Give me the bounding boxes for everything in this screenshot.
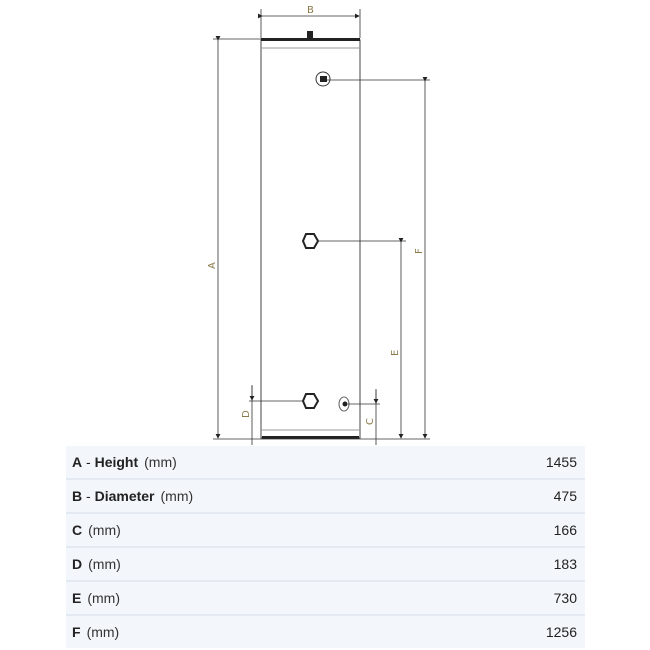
dimension-value: 1256 xyxy=(545,624,577,640)
dimension-value: 166 xyxy=(553,522,577,538)
table-row: E (mm) 730 xyxy=(66,582,585,616)
dimension-value: 730 xyxy=(553,590,577,606)
dimension-unit: (mm) xyxy=(88,522,121,538)
top-outlet-fitting xyxy=(315,71,331,87)
dimension-key: D xyxy=(72,556,83,572)
dimension-label-c: C xyxy=(365,418,376,425)
dimension-key: E xyxy=(72,590,82,606)
table-row: F (mm) 1256 xyxy=(66,616,585,648)
dimension-name: Diameter xyxy=(94,488,155,504)
cylinder-dimension-diagram: B A F E D C xyxy=(207,5,430,445)
table-row: A - Height(mm)1455 xyxy=(66,446,585,480)
dimension-key: A xyxy=(72,454,83,470)
dimension-label-e: E xyxy=(390,350,401,356)
dimension-label-d: D xyxy=(241,410,252,418)
dimension-key: F xyxy=(72,624,81,640)
dimension-unit: (mm) xyxy=(86,624,120,640)
dimension-key: B xyxy=(72,488,83,504)
lower-hex-fitting xyxy=(301,393,320,409)
dimension-label-f: F xyxy=(414,248,425,254)
dimension-unit: (mm) xyxy=(144,454,177,470)
table-row: B - Diameter(mm)475 xyxy=(66,480,585,514)
middle-hex-fitting xyxy=(301,233,320,249)
dimension-unit: (mm) xyxy=(160,488,194,504)
dimension-label-b: B xyxy=(307,5,314,16)
dimension-key: C xyxy=(72,522,83,538)
dimension-label-a: A xyxy=(207,262,218,269)
dimension-name: Height xyxy=(94,454,139,470)
table-row: C (mm) 166 xyxy=(66,514,585,548)
dimension-value: 183 xyxy=(553,556,577,572)
table-row: D (mm) 183 xyxy=(66,548,585,582)
top-vent-fitting xyxy=(307,31,313,38)
bottom-base xyxy=(262,436,359,439)
dimension-value: 475 xyxy=(553,488,577,504)
top-cap xyxy=(261,38,360,41)
dimension-unit: (mm) xyxy=(88,556,121,572)
dimension-value: 1455 xyxy=(545,454,577,470)
dimension-unit: (mm) xyxy=(87,590,120,606)
dimensions-table: A - Height(mm)1455 B - Diameter(mm)475 C… xyxy=(66,446,585,648)
